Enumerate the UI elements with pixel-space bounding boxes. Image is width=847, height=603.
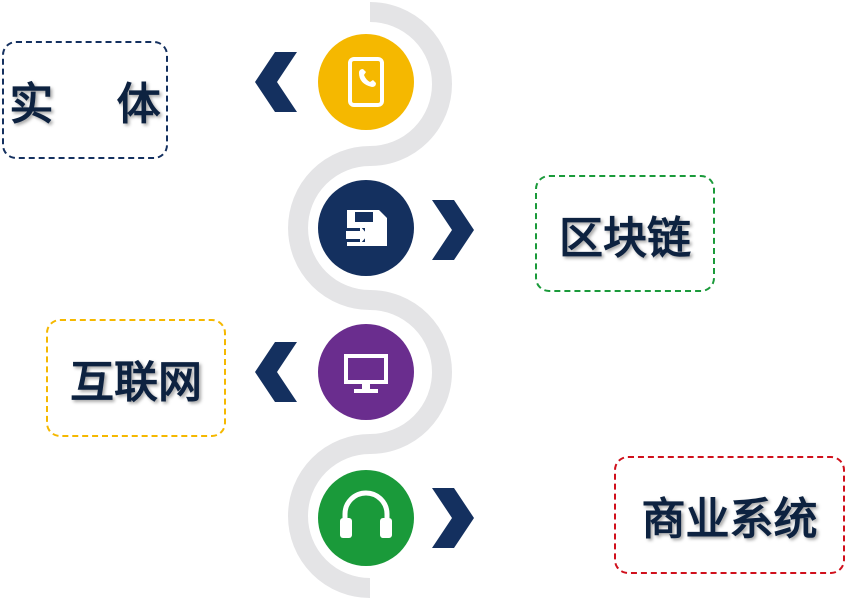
headphones-icon	[318, 470, 414, 566]
label-box-blockchain: 区块链	[535, 175, 715, 292]
label-internet: 互联网	[70, 357, 202, 408]
save-export-icon	[318, 180, 414, 276]
chevron-right-icon	[432, 488, 474, 548]
label-box-business: 商业系统	[614, 456, 845, 574]
label-box-entity: 实 体	[2, 41, 168, 159]
chevron-left-icon	[255, 52, 297, 112]
chevron-left-icon	[255, 342, 297, 402]
label-business: 商业系统	[641, 494, 818, 545]
label-box-internet: 互联网	[46, 319, 226, 437]
serpentine-track	[288, 2, 452, 598]
phone-tablet-icon	[318, 34, 414, 130]
label-blockchain: 区块链	[559, 212, 691, 264]
monitor-icon	[318, 324, 414, 420]
label-entity: 实 体	[9, 79, 185, 130]
chevron-right-icon	[432, 200, 474, 260]
